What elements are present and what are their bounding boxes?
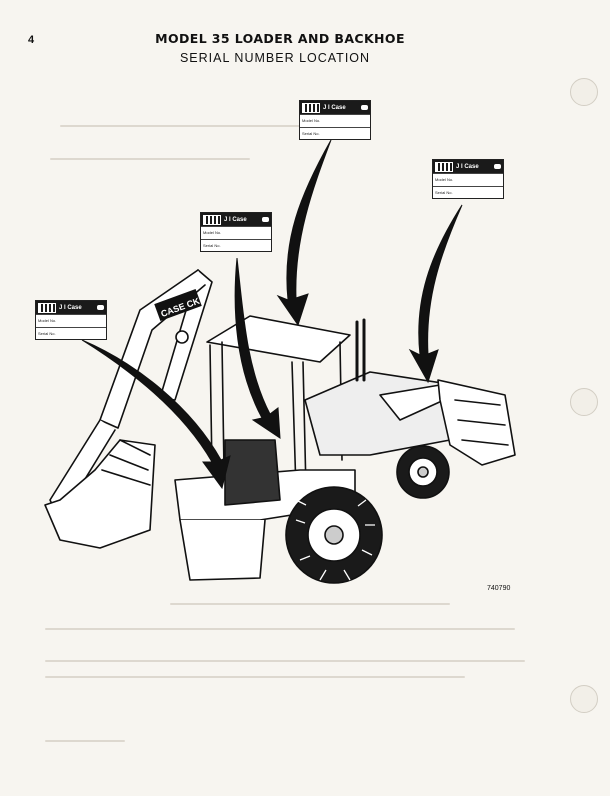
case-logo-icon <box>38 302 56 313</box>
arrow-to-cab <box>276 139 332 327</box>
badge-icon <box>97 305 104 310</box>
arrow-to-loader <box>408 204 463 384</box>
serial-plate-loader: J I Case Model No. Serial No. <box>432 159 504 199</box>
rops-canopy <box>206 315 351 363</box>
model-number-label: Model No. <box>36 314 106 327</box>
page-title: MODEL 35 LOADER AND BACKHOE <box>155 31 405 46</box>
bleed-through-line <box>45 740 125 742</box>
model-number-label: Model No. <box>300 114 370 127</box>
model-number-label: Model No. <box>201 226 271 239</box>
operator-seat <box>224 439 281 506</box>
bleed-through-line <box>170 603 450 605</box>
case-logo-icon <box>302 102 320 113</box>
case-logo-icon <box>435 161 453 172</box>
serial-plate-backhoe: J I Case Model No. Serial No. <box>35 300 107 340</box>
badge-icon <box>494 164 501 169</box>
punch-hole <box>570 685 598 713</box>
bleed-through-line <box>45 628 515 630</box>
serial-plate-operator: J I Case Model No. Serial No. <box>200 212 272 252</box>
punch-hole <box>570 388 598 416</box>
arrow-to-operator <box>234 257 281 439</box>
backhoe-bucket <box>44 439 156 549</box>
bleed-through-line <box>45 676 465 678</box>
arrow-to-backhoe <box>81 339 231 490</box>
model-number-label: Model No. <box>433 173 503 186</box>
serial-number-label: Serial No. <box>433 186 503 199</box>
serial-number-label: Serial No. <box>36 327 106 340</box>
punch-hole <box>570 78 598 106</box>
bleed-through-line <box>45 660 525 662</box>
figure-id: 740790 <box>487 585 511 592</box>
case-logo-icon <box>203 214 221 225</box>
page-subtitle: SERIAL NUMBER LOCATION <box>179 51 371 65</box>
serial-plate-cab: J I Case Model No. Serial No. <box>299 100 371 140</box>
bleed-through-line <box>50 158 250 160</box>
bleed-through-line <box>60 125 320 127</box>
engine-hood <box>304 371 456 456</box>
badge-icon <box>361 105 368 110</box>
page-number: 4 <box>28 34 35 46</box>
serial-number-label: Serial No. <box>300 127 370 140</box>
badge-icon <box>262 217 269 222</box>
serial-number-label: Serial No. <box>201 239 271 252</box>
stabilizer <box>179 519 266 581</box>
